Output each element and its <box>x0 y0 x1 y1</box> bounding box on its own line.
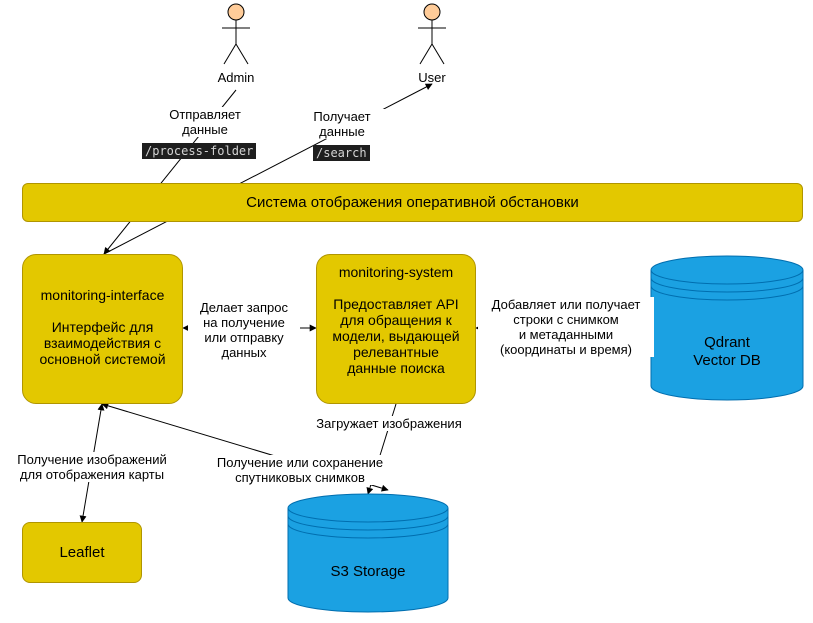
node-monitoring-interface-title: monitoring-interface <box>40 287 165 303</box>
node-monitoring-system-title: monitoring-system <box>338 264 454 280</box>
node-monitoring-interface: monitoring-interface Интерфейс для взаим… <box>22 254 183 404</box>
edge-label-system-qdrant: Добавляет или получает строки с снимком … <box>478 297 654 357</box>
node-s3-title: S3 Storage <box>330 563 406 580</box>
node-qdrant-title: Qdrant Vector DB <box>693 334 761 369</box>
edge-label-interface-leaflet: Получение изображений для отображения ка… <box>2 452 182 482</box>
node-leaflet: Leaflet <box>22 522 142 583</box>
edge-label-admin-sends: Отправляет данные <box>150 107 260 137</box>
edge-label-user-receives: Получает данные <box>290 109 394 139</box>
actor-label-admin: Admin <box>217 70 255 85</box>
admin-actor-icon <box>222 3 250 65</box>
user-actor-icon <box>418 3 446 65</box>
s3-db-icon <box>287 493 449 613</box>
actor-label-user: User <box>418 70 446 85</box>
qdrant-db-icon <box>650 255 804 401</box>
node-monitoring-system: monitoring-system Предоставляет API для … <box>316 254 476 404</box>
edge-label-system-s3: Загружает изображения <box>302 416 476 431</box>
endpoint-search: /search <box>313 145 370 161</box>
system-banner: Система отображения оперативной обстанов… <box>22 183 803 222</box>
node-monitoring-system-desc: Предоставляет API для обращения к модели… <box>332 296 460 376</box>
system-banner-title: Система отображения оперативной обстанов… <box>246 193 579 211</box>
edge-label-interface-system: Делает запрос на получение или отправку … <box>188 300 300 360</box>
node-leaflet-title: Leaflet <box>59 543 105 561</box>
edge-label-interface-s3: Получение или сохранение спутниковых сни… <box>208 455 392 485</box>
endpoint-process-folder: /process-folder <box>142 143 257 159</box>
node-monitoring-interface-desc: Интерфейс для взаимодействия с основной … <box>39 319 166 367</box>
